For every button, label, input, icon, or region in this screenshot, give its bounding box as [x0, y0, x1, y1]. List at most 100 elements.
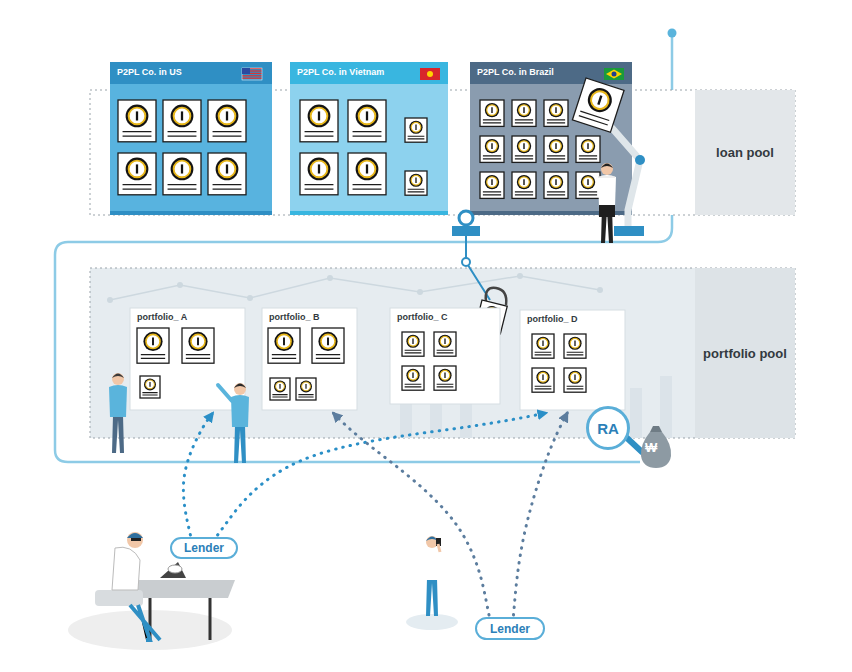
document-sheet — [564, 368, 586, 392]
coin-mark — [318, 111, 320, 120]
floor-shadow — [406, 614, 458, 630]
graph-dot — [327, 275, 333, 281]
document-lines — [353, 132, 382, 137]
document-lines — [547, 120, 565, 123]
money-bag — [641, 432, 671, 468]
coin-ring — [311, 161, 328, 178]
document-sheet — [402, 332, 424, 356]
coin — [216, 158, 239, 181]
panel-title: P2PL Co. in US — [117, 67, 182, 77]
coin-ring — [519, 177, 530, 188]
coin-mark — [491, 179, 492, 185]
loan-document — [512, 100, 536, 126]
laptop — [160, 562, 186, 578]
loan-document — [532, 334, 554, 358]
person-legs — [112, 415, 124, 453]
loan-document — [402, 332, 424, 356]
coin-mark — [197, 338, 199, 346]
company-panel-header — [290, 62, 448, 84]
coin — [536, 337, 549, 350]
coin — [585, 85, 615, 115]
coin — [549, 139, 563, 153]
loan-document — [296, 378, 316, 400]
coin-ring — [321, 334, 335, 348]
coin-mark — [415, 178, 416, 183]
coin-ring — [589, 89, 611, 111]
band-label-cell — [695, 90, 795, 215]
coin-ring — [219, 161, 236, 178]
document-lines — [483, 192, 501, 195]
coin — [216, 105, 239, 128]
document-sheet — [512, 100, 536, 126]
coin — [126, 105, 149, 128]
coin — [438, 335, 451, 348]
coin-mark — [226, 164, 228, 173]
document-lines — [213, 132, 242, 137]
coin-ring — [551, 177, 562, 188]
coin — [308, 158, 331, 181]
loan-document — [118, 153, 156, 195]
loan-document — [576, 172, 600, 198]
person-head — [234, 383, 246, 395]
coin-ring — [359, 161, 376, 178]
coin-mark — [318, 164, 320, 173]
coin-mark — [523, 179, 524, 185]
robot-joint — [459, 211, 473, 225]
document-lines — [408, 189, 425, 192]
document-sheet — [300, 100, 338, 142]
money-bag-neck — [650, 426, 662, 432]
document-sheet — [576, 172, 600, 198]
coin-ring — [191, 334, 205, 348]
coin-ring — [146, 334, 160, 348]
loan-document — [270, 378, 290, 400]
document-lines — [305, 132, 334, 137]
pool-band: loan poolP2PL Co. in USP2PL Co. in Vietn… — [90, 90, 795, 215]
coin — [406, 369, 419, 382]
coin-mark — [415, 125, 416, 130]
portfolio-sheet — [390, 308, 500, 404]
coin — [568, 337, 581, 350]
coin-mark — [444, 373, 445, 378]
document-sheet — [512, 136, 536, 162]
coin — [536, 371, 549, 384]
document-lines — [142, 393, 157, 395]
portfolio-box: portfolio_ D — [520, 310, 625, 410]
coin-mark — [598, 96, 601, 105]
coin — [517, 139, 531, 153]
background-bar — [400, 400, 412, 438]
loan-document — [182, 328, 214, 363]
coin-ring — [219, 108, 236, 125]
portfolio-sheet — [130, 308, 245, 410]
document-lines — [272, 395, 287, 397]
coin — [549, 175, 563, 189]
coin — [517, 103, 531, 117]
coin-ring — [519, 141, 530, 152]
person-skirt — [599, 205, 615, 217]
coin — [171, 105, 194, 128]
company-panel-base — [290, 211, 448, 215]
graph-dot — [247, 295, 253, 301]
coin-ring — [487, 105, 498, 116]
document-lines — [405, 350, 422, 353]
document-sheet — [118, 100, 156, 142]
coin-mark — [136, 164, 138, 173]
coin — [274, 332, 293, 351]
document-sheet — [434, 366, 456, 390]
document-sheet — [512, 172, 536, 198]
loan-document — [572, 78, 624, 132]
coin — [517, 175, 531, 189]
coin-mark — [181, 111, 183, 120]
speech-dot — [168, 565, 182, 573]
coin-mark — [327, 338, 329, 346]
person-head — [112, 373, 124, 385]
lender-label: Lender — [490, 622, 530, 636]
magnifier-handle — [627, 438, 642, 452]
coin — [409, 174, 422, 187]
document-sheet — [480, 172, 504, 198]
document-lines — [141, 355, 165, 359]
coin-mark — [542, 375, 543, 380]
person-hair — [601, 164, 613, 169]
coin-mark — [136, 111, 138, 120]
